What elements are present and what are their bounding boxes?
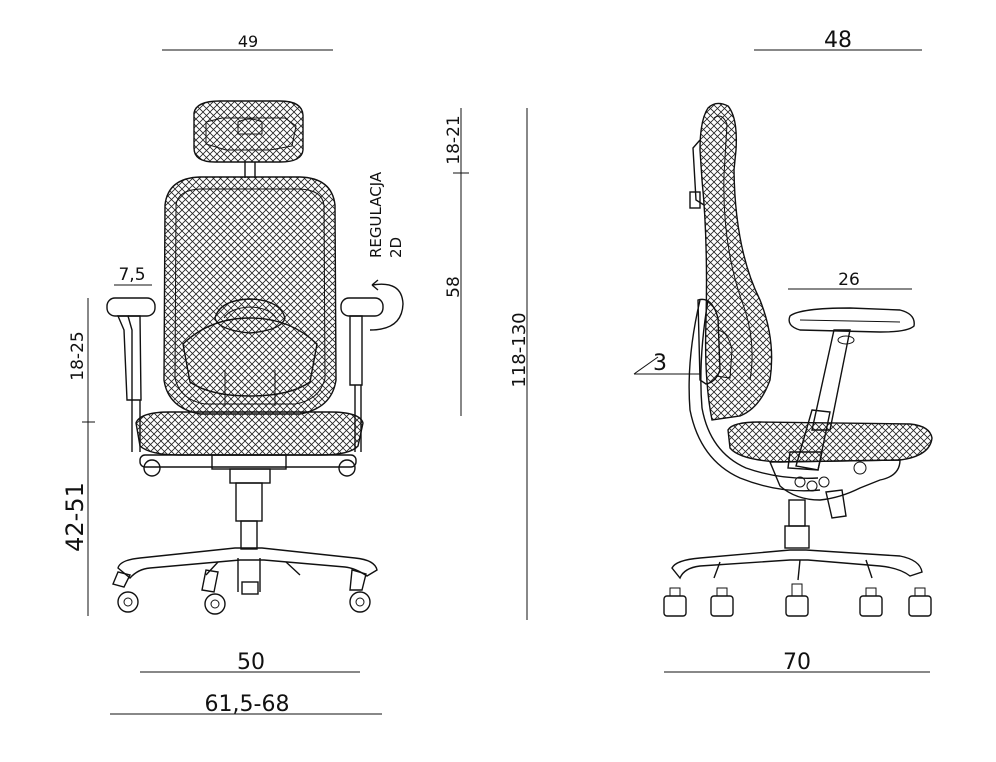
adjustment-arrow-icon bbox=[369, 279, 404, 331]
side-seat bbox=[727, 421, 933, 463]
overall-width-label: 61,5-68 bbox=[205, 692, 290, 717]
tilt-angle-label: 3 bbox=[653, 351, 667, 376]
middle-dimensions bbox=[453, 108, 528, 620]
seat-height-label: 42-51 bbox=[61, 482, 89, 552]
headrest-adjust-label: REGULACJA bbox=[367, 171, 385, 258]
armpad-width-label: 7,5 bbox=[118, 265, 145, 285]
front-left-armpad bbox=[106, 297, 156, 317]
front-base bbox=[117, 547, 378, 579]
front-headrest bbox=[193, 100, 304, 163]
front-lumbar-support bbox=[182, 317, 318, 397]
front-caster bbox=[117, 591, 139, 613]
side-gas-lift bbox=[788, 499, 806, 527]
side-caster bbox=[908, 595, 932, 617]
base-depth-label: 70 bbox=[783, 650, 811, 675]
front-gas-lift bbox=[235, 482, 263, 522]
armrest-height-label: 18-25 bbox=[68, 331, 88, 380]
seat-width-label: 50 bbox=[237, 650, 265, 675]
front-backrest bbox=[163, 176, 337, 415]
headrest-height-label: 18-21 bbox=[444, 115, 464, 164]
side-dimensions bbox=[633, 49, 930, 673]
overall-height-label: 118-130 bbox=[509, 312, 530, 387]
front-view-chair bbox=[106, 100, 384, 615]
backrest-height-label: 58 bbox=[444, 276, 464, 298]
front-caster bbox=[204, 593, 226, 615]
side-caster bbox=[663, 595, 687, 617]
front-seat bbox=[135, 411, 364, 456]
side-base bbox=[671, 549, 923, 580]
side-frame bbox=[688, 299, 821, 492]
front-caster bbox=[349, 591, 371, 613]
front-right-armpad bbox=[340, 297, 384, 317]
front-dimensions bbox=[82, 49, 382, 715]
side-backrest bbox=[699, 102, 773, 421]
side-caster bbox=[710, 595, 734, 617]
side-view-chair bbox=[663, 102, 933, 617]
side-caster bbox=[785, 595, 809, 617]
side-armpad bbox=[788, 307, 915, 333]
depth-top-label: 48 bbox=[824, 28, 852, 53]
side-caster bbox=[859, 595, 883, 617]
headrest-width-label: 49 bbox=[238, 32, 258, 51]
headrest-adjust-sub-label: 2D bbox=[387, 237, 405, 258]
armrest-depth-label: 26 bbox=[838, 270, 860, 290]
